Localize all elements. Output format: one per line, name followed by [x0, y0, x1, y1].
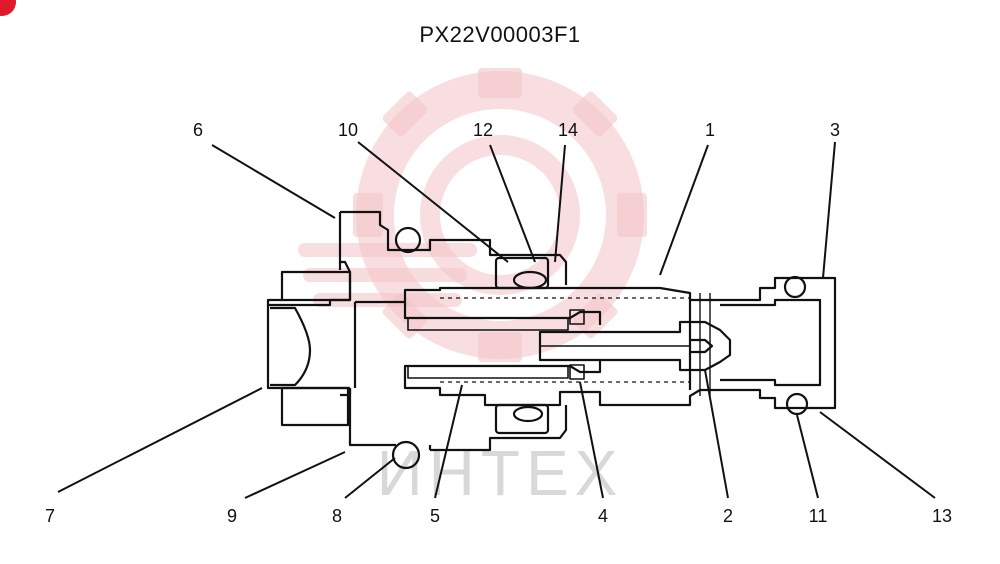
callout-3: 3	[830, 120, 840, 140]
callout-9: 9	[227, 506, 237, 526]
callout-6: 6	[193, 120, 203, 140]
leader-10	[357, 141, 509, 263]
watermark-text: ИНТЕХ	[377, 437, 624, 509]
valve-assembly	[266, 210, 837, 470]
callout-5: 5	[430, 506, 440, 526]
leader-4	[579, 381, 604, 499]
leader-6	[211, 144, 336, 219]
leader-14	[554, 144, 566, 263]
leader-13	[819, 411, 936, 499]
callout-11: 11	[809, 506, 828, 526]
leader-7	[57, 387, 263, 493]
leader-3	[822, 141, 836, 279]
callout-4: 4	[598, 506, 608, 526]
callout-8: 8	[332, 506, 342, 526]
leader-1	[659, 144, 709, 276]
leader-12	[489, 144, 536, 263]
leader-9	[244, 451, 346, 499]
drawing-title: PX22V00003F1	[419, 22, 581, 47]
callout-2: 2	[723, 506, 733, 526]
callout-14: 14	[558, 120, 578, 140]
leader-lines	[57, 141, 936, 499]
callout-7: 7	[45, 506, 55, 526]
leader-5	[434, 384, 463, 499]
callout-13: 13	[932, 506, 952, 526]
callout-labels: 6 10 12 14 1 3 7 9 8 5 4 2 11 13	[45, 120, 952, 526]
callout-12: 12	[473, 120, 493, 140]
callout-1: 1	[705, 120, 715, 140]
callout-10: 10	[338, 120, 358, 140]
leader-11	[796, 414, 819, 499]
watermark-gear-logo	[298, 68, 647, 362]
leader-8	[344, 457, 396, 499]
leader-2	[704, 369, 729, 499]
